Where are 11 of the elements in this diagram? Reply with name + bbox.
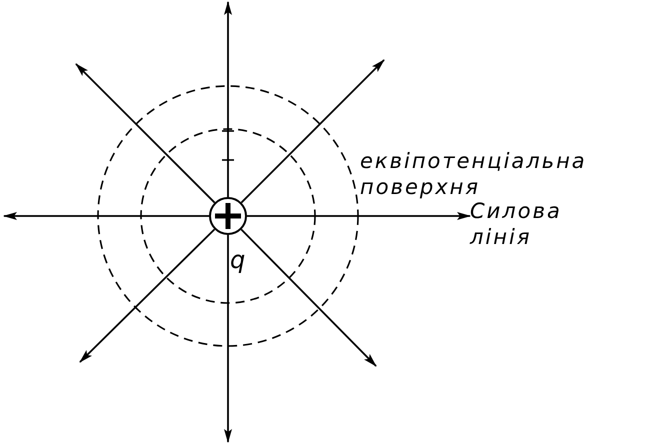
field-line-arrow bbox=[247, 212, 471, 220]
field-line-arrow bbox=[224, 1, 232, 197]
field-line-arrow bbox=[3, 212, 209, 220]
equipotential-surface-label: еквіпотенціальна поверхня bbox=[360, 148, 588, 200]
field-line-arrow bbox=[75, 63, 216, 204]
charge-label: q bbox=[230, 247, 248, 273]
field-line-label: Силова лінія bbox=[470, 198, 610, 250]
field-line-arrow bbox=[224, 235, 232, 443]
field-line-arrow bbox=[79, 228, 216, 363]
field-line-arrow bbox=[240, 228, 377, 367]
field-line-arrow bbox=[240, 59, 385, 204]
